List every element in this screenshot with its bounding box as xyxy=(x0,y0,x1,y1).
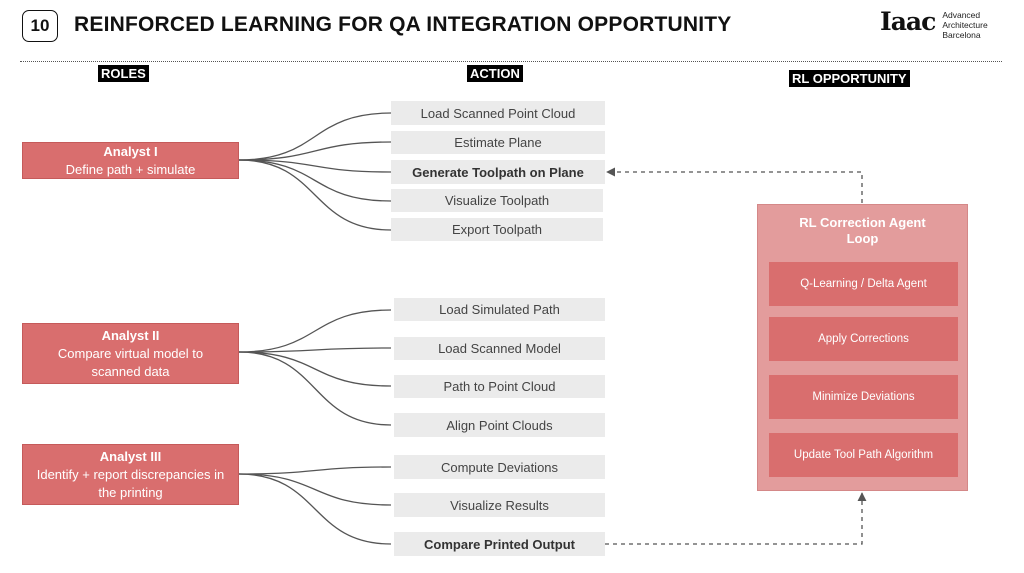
role-analyst-3: Analyst III Identify + report discrepanc… xyxy=(22,444,239,505)
connector xyxy=(238,347,392,353)
connector xyxy=(238,351,392,387)
role-description: Define path + simulate xyxy=(65,161,196,177)
slide-number: 10 xyxy=(22,10,58,42)
role-name: Analyst I xyxy=(103,143,158,159)
action-visualize-results: Visualize Results xyxy=(394,493,605,517)
role-description: Compare virtual model to scanned data xyxy=(57,345,204,379)
rl-feedback-arrow xyxy=(606,167,863,203)
action-generate-toolpath: Generate Toolpath on Plane xyxy=(391,160,605,184)
connector xyxy=(238,351,392,426)
action-load-simulated-path: Load Simulated Path xyxy=(394,298,605,321)
dotted-divider xyxy=(20,61,1002,62)
action-path-to-point-cloud: Path to Point Cloud xyxy=(394,375,605,398)
logo-line: Barcelona xyxy=(942,30,981,40)
action-visualize-toolpath: Visualize Toolpath xyxy=(391,189,603,212)
action-export-toolpath: Export Toolpath xyxy=(391,218,603,241)
rl-step-update-tool-path: Update Tool Path Algorithm xyxy=(769,433,958,477)
logo-text: Advanced Architecture Barcelona xyxy=(942,10,987,40)
page-title: REINFORCED LEARNING FOR QA INTEGRATION O… xyxy=(74,13,732,36)
role-analyst-2: Analyst II Compare virtual model to scan… xyxy=(22,323,239,384)
action-align-point-clouds: Align Point Clouds xyxy=(394,413,605,437)
connector xyxy=(238,159,392,202)
connector xyxy=(238,159,392,231)
role-name: Analyst III xyxy=(99,448,162,464)
action-compute-deviations: Compute Deviations xyxy=(394,455,605,479)
rl-step-minimize-deviations: Minimize Deviations xyxy=(769,375,958,419)
action-compare-printed-output: Compare Printed Output xyxy=(394,532,605,556)
action-load-scanned-point-cloud: Load Scanned Point Cloud xyxy=(391,101,605,125)
connector xyxy=(238,466,392,475)
logo-mark: Iaac xyxy=(880,7,936,36)
rl-opportunity-heading: RL OPPORTUNITY xyxy=(789,70,910,87)
rl-step-q-learning: Q-Learning / Delta Agent xyxy=(769,262,958,306)
rl-correction-agent-panel: RL Correction Agent Loop Q-Learning / De… xyxy=(757,204,968,491)
roles-heading: ROLES xyxy=(98,65,149,82)
role-description: Identify + report discrepancies in the p… xyxy=(36,466,225,500)
rl-panel-title: RL Correction Agent Loop xyxy=(799,215,926,246)
connector xyxy=(238,309,392,353)
action-load-scanned-model: Load Scanned Model xyxy=(394,337,605,360)
logo-line: Advanced xyxy=(942,10,981,20)
connector xyxy=(238,159,392,173)
rl-step-apply-corrections: Apply Corrections xyxy=(769,317,958,361)
action-estimate-plane: Estimate Plane xyxy=(391,131,605,154)
connector xyxy=(238,141,392,161)
action-heading: ACTION xyxy=(467,65,523,82)
iaac-logo: Iaac Advanced Architecture Barcelona xyxy=(880,7,988,41)
rl-input-arrow xyxy=(605,492,867,545)
connector xyxy=(238,473,392,545)
connector xyxy=(238,473,392,506)
connector xyxy=(238,112,392,161)
role-analyst-1: Analyst I Define path + simulate xyxy=(22,142,239,179)
logo-line: Architecture xyxy=(942,20,988,30)
role-name: Analyst II xyxy=(101,327,160,343)
